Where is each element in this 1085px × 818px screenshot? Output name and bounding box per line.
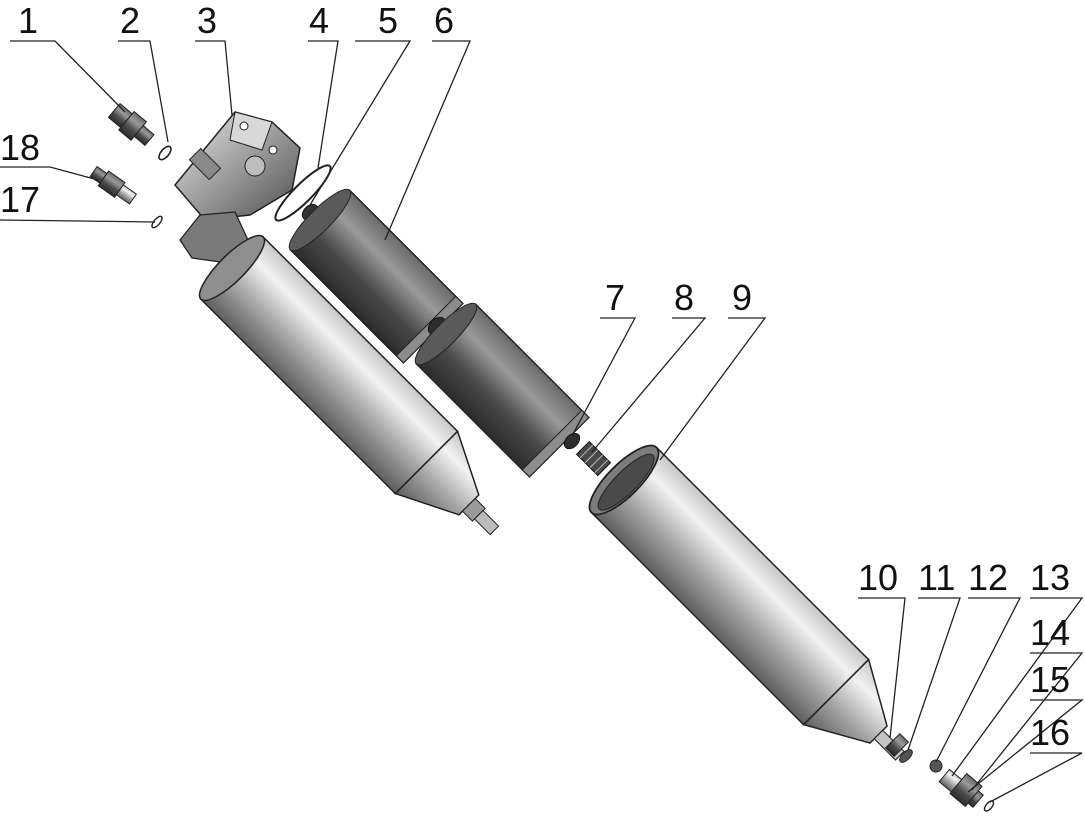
o-ring-4	[274, 164, 332, 222]
leader-lines	[0, 40, 1084, 803]
filter-head	[174, 111, 301, 263]
leader-4	[308, 40, 339, 169]
callout-17: 17	[0, 179, 40, 220]
nut-15	[949, 772, 983, 808]
leader-7	[571, 317, 637, 437]
callouts: 1 2 3 4 5 6 7 8 9 10 11 12 13 14 15 16 1…	[0, 0, 1070, 753]
leader-10	[858, 597, 906, 739]
leader-8	[591, 317, 707, 453]
valve-18	[89, 165, 138, 205]
o-ring-2	[158, 145, 172, 161]
callout-3: 3	[197, 0, 217, 41]
leader-1	[10, 40, 126, 113]
washer-11	[899, 749, 913, 763]
leader-13	[951, 597, 1084, 777]
leader-2	[118, 40, 169, 143]
filter-bowl-9	[588, 444, 905, 761]
leader-17	[0, 219, 156, 223]
clip-16	[983, 800, 995, 812]
callout-12: 12	[968, 557, 1008, 598]
callout-8: 8	[674, 277, 694, 318]
callout-6: 6	[434, 0, 454, 41]
callout-11: 11	[918, 557, 955, 598]
callout-10: 10	[858, 557, 898, 598]
seal-7	[563, 432, 581, 450]
leader-9	[659, 317, 767, 461]
callout-16: 16	[1030, 712, 1070, 753]
leader-3	[195, 40, 233, 116]
leader-11	[907, 597, 961, 751]
callout-1: 1	[18, 0, 38, 41]
spring-8	[575, 440, 612, 477]
callout-2: 2	[120, 0, 140, 41]
ring-17	[151, 215, 163, 229]
leader-15	[967, 699, 1084, 793]
callout-9: 9	[732, 277, 752, 318]
leader-12	[935, 597, 1022, 763]
leader-5	[309, 40, 412, 206]
callout-15: 15	[1030, 659, 1070, 700]
callout-5: 5	[378, 0, 398, 41]
leader-16	[989, 752, 1083, 803]
ball-12	[929, 759, 943, 773]
fitting-1	[107, 102, 155, 147]
callout-14: 14	[1030, 612, 1070, 653]
filter-element-6b	[414, 302, 590, 478]
leader-14	[971, 652, 1084, 791]
callout-18: 18	[0, 127, 40, 168]
leader-18	[0, 166, 99, 181]
callout-4: 4	[309, 0, 329, 41]
filter-bowl-assembled	[198, 234, 500, 536]
callout-7: 7	[605, 277, 625, 318]
leader-6	[384, 40, 471, 241]
callout-13: 13	[1030, 557, 1070, 598]
drain-fitting-10	[884, 732, 910, 758]
